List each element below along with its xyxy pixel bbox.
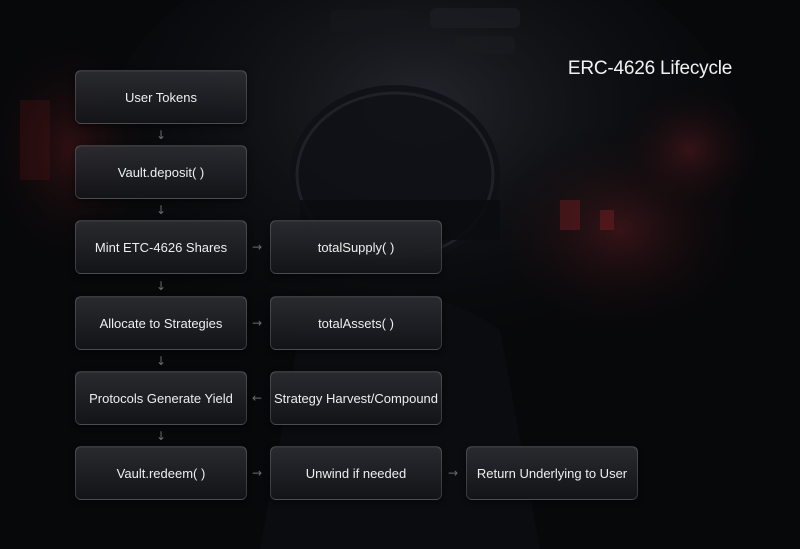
node-unwind: Unwind if needed [270,446,442,500]
node-protocols-yield: Protocols Generate Yield [75,371,247,425]
arrow-down-icon: ↓ [155,203,167,217]
node-mint-shares: Mint ETC-4626 Shares [75,220,247,274]
arrow-right-icon: → [252,240,263,254]
node-user-tokens: User Tokens [75,70,247,124]
node-return-user: Return Underlying to User [466,446,638,500]
arrow-right-icon: → [252,316,263,330]
diagram-title: ERC-4626 Lifecycle [567,58,733,79]
arrow-down-icon: ↓ [155,279,167,293]
arrow-down-icon: ↓ [155,354,167,368]
arrow-down-icon: ↓ [155,429,167,443]
node-strategy-harvest: Strategy Harvest/Compound [270,371,442,425]
arrow-left-icon: ← [252,391,263,405]
node-vault-redeem: Vault.redeem( ) [75,446,247,500]
node-total-assets: totalAssets( ) [270,296,442,350]
arrow-right-icon: → [448,466,459,480]
arrow-right-icon: → [252,466,263,480]
node-vault-deposit: Vault.deposit( ) [75,145,247,199]
arrow-down-icon: ↓ [155,128,167,142]
node-allocate-strategies: Allocate to Strategies [75,296,247,350]
node-total-supply: totalSupply( ) [270,220,442,274]
